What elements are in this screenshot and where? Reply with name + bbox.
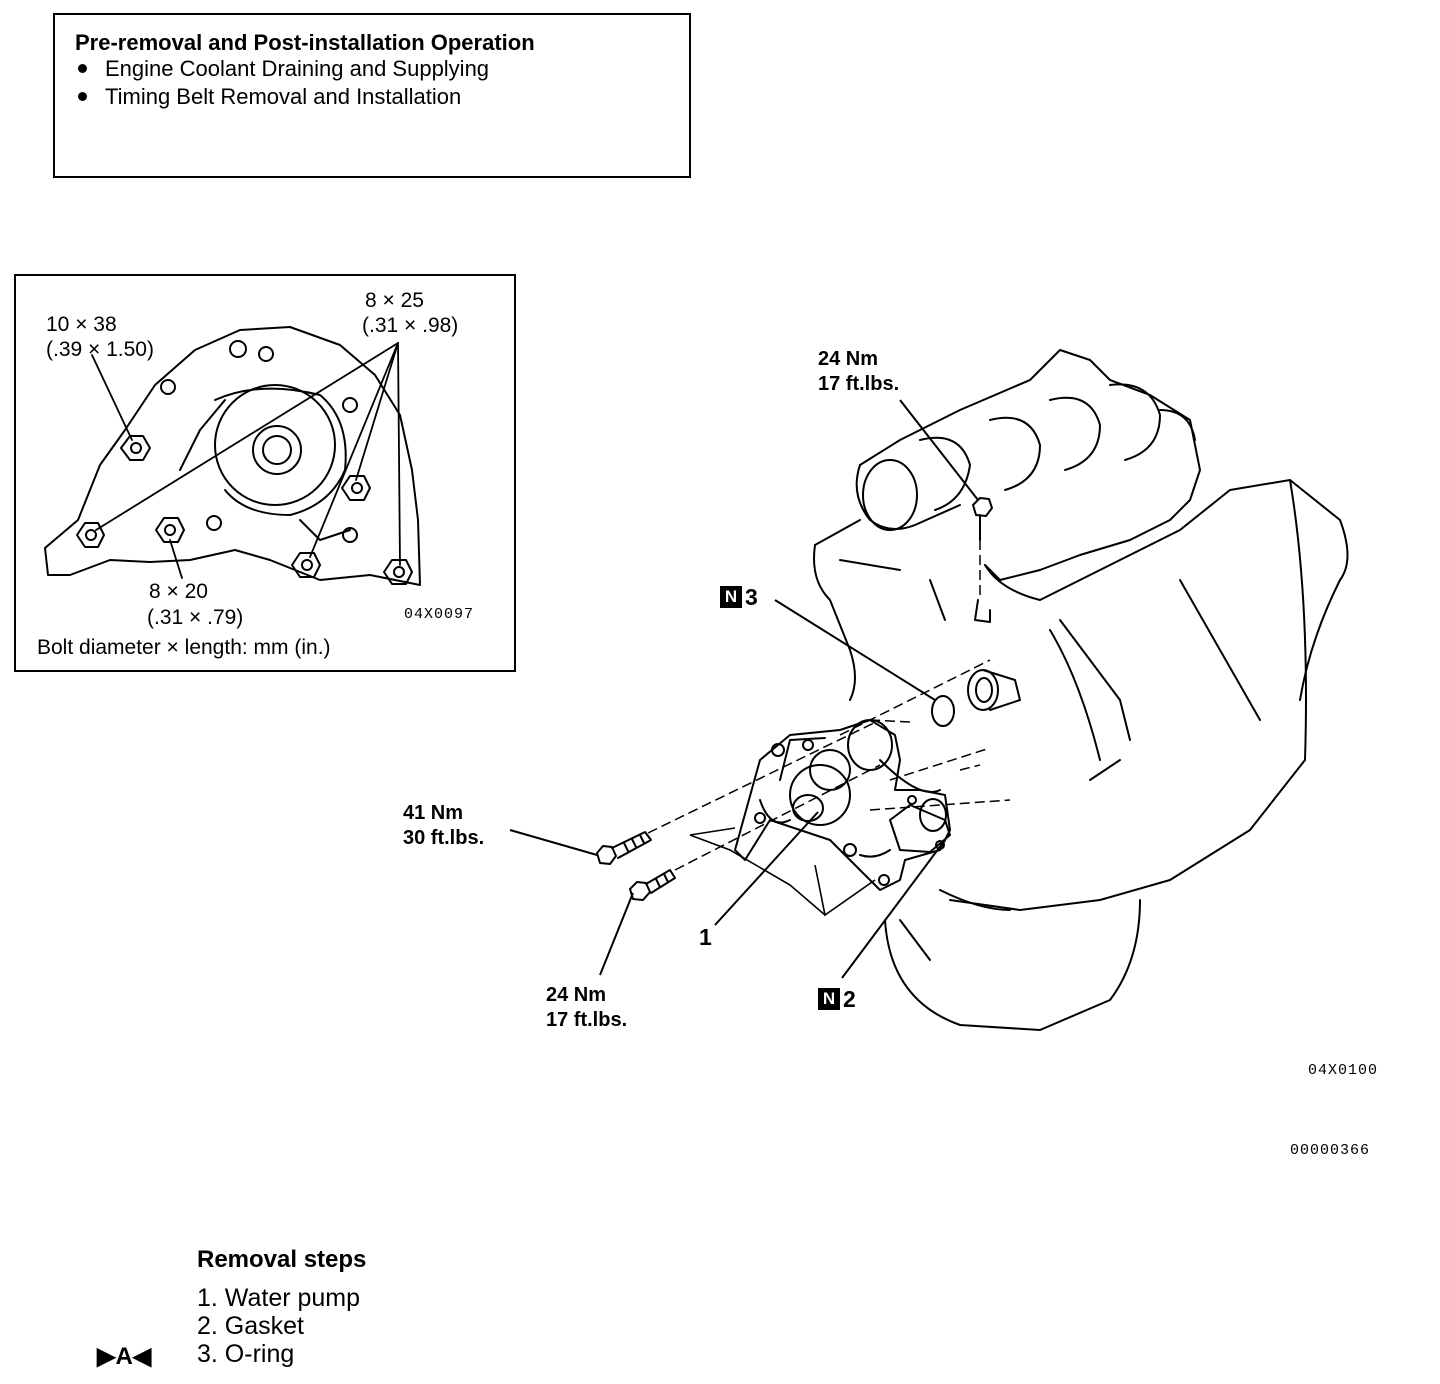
inset-caption: Bolt diameter × length: mm (in.) xyxy=(37,636,331,659)
new-part-icon: N xyxy=(720,585,742,608)
bolt-inset-box xyxy=(14,274,516,672)
removal-step: 3. O-ring xyxy=(197,1340,295,1368)
bolt-41nm-illustration xyxy=(596,831,652,865)
bolt-24nm-illustration xyxy=(629,869,676,901)
inset-leader-lines xyxy=(91,342,401,579)
bolt-8x20-size: 8 × 20 xyxy=(149,580,208,603)
inset-figure-code: 04X0097 xyxy=(404,606,475,623)
alignment-lines xyxy=(647,540,1011,871)
bolt-upper-illustration xyxy=(972,497,993,623)
pre-operation-box xyxy=(53,13,691,178)
bolt-10x38-inch: (.39 × 1.50) xyxy=(46,338,154,361)
torque-24-ftlbs: 17 ft.lbs. xyxy=(546,1009,628,1031)
torque-24-nm: 24 Nm xyxy=(546,984,607,1006)
diagram-figure-code: 04X0100 xyxy=(1308,1062,1379,1079)
new-part-icon: N xyxy=(818,987,840,1010)
bullet-icon xyxy=(78,91,87,101)
bullet-icon xyxy=(78,63,87,73)
bolt-10x38-size: 10 × 38 xyxy=(46,313,117,336)
bolt-8x20-inch: (.31 × .79) xyxy=(147,606,244,629)
torque-top-ftlbs: 17 ft.lbs. xyxy=(818,373,900,395)
torque-41-nm: 41 Nm xyxy=(403,802,464,824)
water-pump-assembly xyxy=(734,719,951,891)
gasket-part xyxy=(889,804,951,853)
callout-water-pump: 1 xyxy=(699,924,712,950)
engine-illustration xyxy=(813,349,1349,1031)
inset-water-pump-illustration xyxy=(44,326,421,586)
bolt-8x25-inch: (.31 × .98) xyxy=(362,314,459,337)
bolt-8x25-size: 8 × 25 xyxy=(365,289,424,312)
torque-41-ftlbs: 30 ft.lbs. xyxy=(403,827,485,849)
bolt-bracket-lines xyxy=(689,827,876,917)
o-ring-part xyxy=(931,695,955,727)
pre-operation-title: Pre-removal and Post-installation Operat… xyxy=(75,30,535,55)
page-code: 00000366 xyxy=(1290,1142,1371,1159)
main-leader-lines xyxy=(509,399,979,979)
removal-steps-title: Removal steps xyxy=(197,1246,367,1273)
removal-step: 1. Water pump xyxy=(197,1284,361,1312)
service-point-marker: ▶A◀ xyxy=(97,1343,152,1370)
removal-step: 2. Gasket xyxy=(197,1312,304,1340)
pre-operation-item: Timing Belt Removal and Installation xyxy=(78,84,461,110)
pre-operation-item: Engine Coolant Draining and Supplying xyxy=(78,56,489,82)
torque-top-nm: 24 Nm xyxy=(818,348,879,370)
